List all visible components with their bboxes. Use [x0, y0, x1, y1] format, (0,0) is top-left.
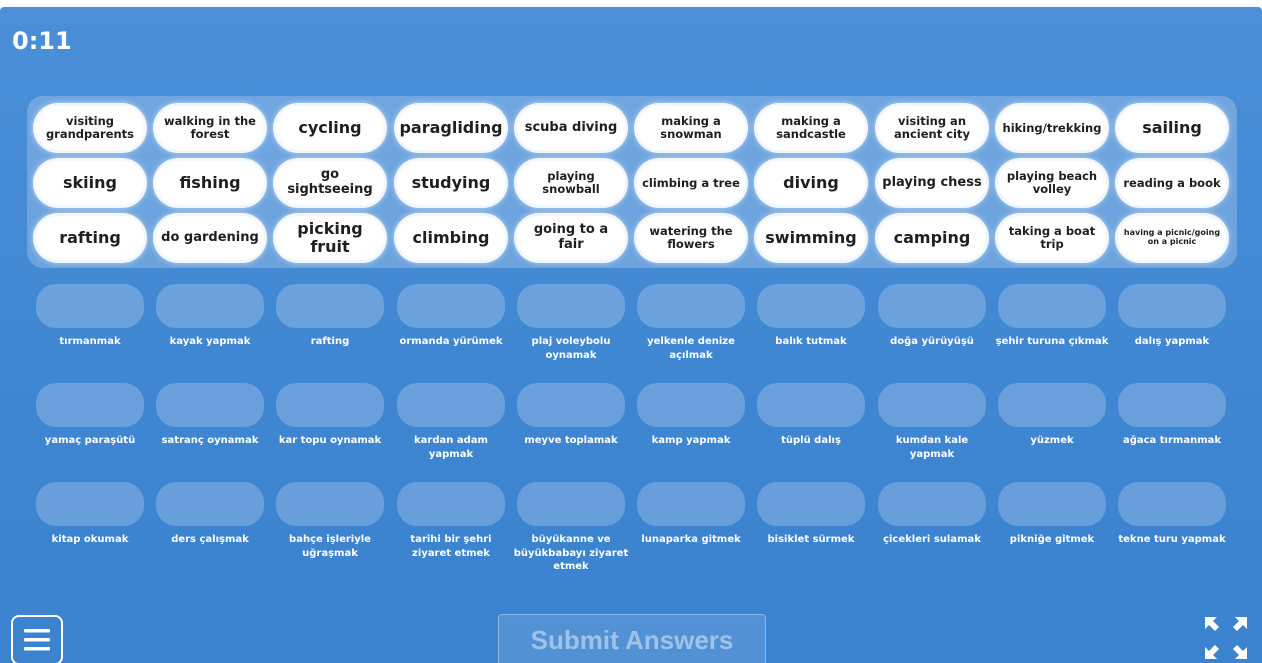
answer-card[interactable]: do gardening	[156, 216, 264, 260]
game-stage: 0:11 visiting grandparents walking in the…	[0, 7, 1262, 663]
drop-slot[interactable]	[998, 383, 1106, 427]
drop-slot[interactable]	[878, 383, 986, 427]
slot-label: bahçe işleriyle uğraşmak	[289, 534, 371, 559]
answer-card[interactable]: sailing	[1118, 106, 1226, 150]
slot-label: tekne turu yapmak	[1118, 534, 1226, 545]
answer-card[interactable]: taking a boat trip	[998, 216, 1106, 260]
slot-label: balık tutmak	[775, 336, 847, 347]
slot-label: meyve toplamak	[524, 435, 618, 446]
slot-label: kumdan kale yapmak	[895, 435, 969, 460]
slot-label: çicekleri sulamak	[883, 534, 981, 545]
slot-label: tarihi bir şehri ziyaret etmek	[410, 534, 492, 559]
fullscreen-expand-icon	[1205, 617, 1247, 659]
answer-card[interactable]: rafting	[36, 216, 144, 260]
drop-slot[interactable]	[757, 383, 865, 427]
timer: 0:11	[12, 27, 72, 55]
answer-card[interactable]: skiing	[36, 161, 144, 205]
drop-slot[interactable]	[517, 284, 625, 328]
drop-slot[interactable]	[637, 383, 745, 427]
fullscreen-button[interactable]	[1203, 615, 1249, 661]
answer-card[interactable]: hiking/trekking	[998, 106, 1106, 150]
answer-card[interactable]: climbing a tree	[637, 161, 745, 205]
answer-card[interactable]: playing snowball	[517, 161, 625, 205]
drop-slot[interactable]	[36, 482, 144, 526]
menu-button[interactable]	[11, 615, 63, 663]
answer-card[interactable]: climbing	[397, 216, 505, 260]
answer-card[interactable]: visiting grandparents	[36, 106, 144, 150]
answer-card[interactable]: making a snowman	[637, 106, 745, 150]
hamburger-menu-icon	[24, 629, 50, 651]
drop-slot[interactable]	[276, 482, 384, 526]
answer-card[interactable]: having a picnic/going on a picnic	[1118, 216, 1226, 260]
answer-card[interactable]: watering the flowers	[637, 216, 745, 260]
drop-slot[interactable]	[156, 383, 264, 427]
answer-card[interactable]: go sightseeing	[276, 161, 384, 205]
drop-slot[interactable]	[1118, 383, 1226, 427]
slot-label: kitap okumak	[51, 534, 129, 545]
answer-card[interactable]: visiting an ancient city	[878, 106, 986, 150]
slot-label: lunaparka gitmek	[641, 534, 741, 545]
drop-slot[interactable]	[757, 482, 865, 526]
answer-card[interactable]: picking fruit	[276, 216, 384, 260]
slot-label: plaj voleybolu oynamak	[531, 336, 611, 361]
drop-slot[interactable]	[1118, 482, 1226, 526]
slot-label: yüzmek	[1030, 435, 1074, 446]
answer-card[interactable]: swimming	[757, 216, 865, 260]
slot-label: doğa yürüyüşü	[890, 336, 974, 347]
answer-card[interactable]: diving	[757, 161, 865, 205]
answer-card[interactable]: walking in the forest	[156, 106, 264, 150]
drop-slot[interactable]	[998, 284, 1106, 328]
slot-label: rafting	[310, 336, 350, 347]
drop-slot[interactable]	[637, 482, 745, 526]
drop-slot[interactable]	[397, 482, 505, 526]
slot-label: yamaç paraşütü	[44, 435, 136, 446]
submit-answers-button[interactable]: Submit Answers	[498, 614, 766, 663]
slot-label: kamp yapmak	[651, 435, 731, 446]
slot-label: büyükanne ve büyükbabayı ziyaret etmek	[513, 534, 629, 572]
drop-slot[interactable]	[36, 383, 144, 427]
drop-slot[interactable]	[878, 284, 986, 328]
drop-slot[interactable]	[757, 284, 865, 328]
slot-label: tırmanmak	[59, 336, 121, 347]
answer-card[interactable]: reading a book	[1118, 161, 1226, 205]
drop-slot[interactable]	[998, 482, 1106, 526]
slot-label: ağaca tırmanmak	[1122, 435, 1222, 446]
answer-card[interactable]: cycling	[276, 106, 384, 150]
slot-label: kar topu oynamak	[278, 435, 382, 446]
slot-label: şehir turuna çıkmak	[995, 336, 1109, 347]
slot-label: yelkenle denize açılmak	[647, 336, 735, 361]
drop-slot[interactable]	[276, 284, 384, 328]
slot-label: tüplü dalış	[781, 435, 841, 446]
drop-slot[interactable]	[276, 383, 384, 427]
answer-card[interactable]: studying	[397, 161, 505, 205]
drop-slot[interactable]	[36, 284, 144, 328]
slot-label: pikniğe gitmek	[1009, 534, 1095, 545]
drop-slot[interactable]	[156, 482, 264, 526]
answer-card[interactable]: playing beach volley	[998, 161, 1106, 205]
drop-slot[interactable]	[1118, 284, 1226, 328]
slot-label: ders çalışmak	[171, 534, 249, 545]
slot-label: ormanda yürümek	[399, 336, 503, 347]
drop-slot[interactable]	[517, 482, 625, 526]
slot-label: satranç oynamak	[161, 435, 259, 446]
drop-slot[interactable]	[156, 284, 264, 328]
answer-card[interactable]: fishing	[156, 161, 264, 205]
drop-slot[interactable]	[878, 482, 986, 526]
answer-card[interactable]: going to a fair	[517, 216, 625, 260]
slot-label: bisiklet sürmek	[767, 534, 855, 545]
answer-card[interactable]: scuba diving	[517, 106, 625, 150]
drop-slot[interactable]	[397, 284, 505, 328]
answer-card[interactable]: paragliding	[397, 106, 505, 150]
drop-slot[interactable]	[397, 383, 505, 427]
slot-label: dalış yapmak	[1134, 336, 1210, 347]
answer-card[interactable]: playing chess	[878, 161, 986, 205]
answer-card[interactable]: camping	[878, 216, 986, 260]
answer-card[interactable]: making a sandcastle	[757, 106, 865, 150]
slot-label: kardan adam yapmak	[414, 435, 488, 460]
slot-label: kayak yapmak	[169, 336, 251, 347]
drop-slot[interactable]	[637, 284, 745, 328]
drop-slot[interactable]	[517, 383, 625, 427]
